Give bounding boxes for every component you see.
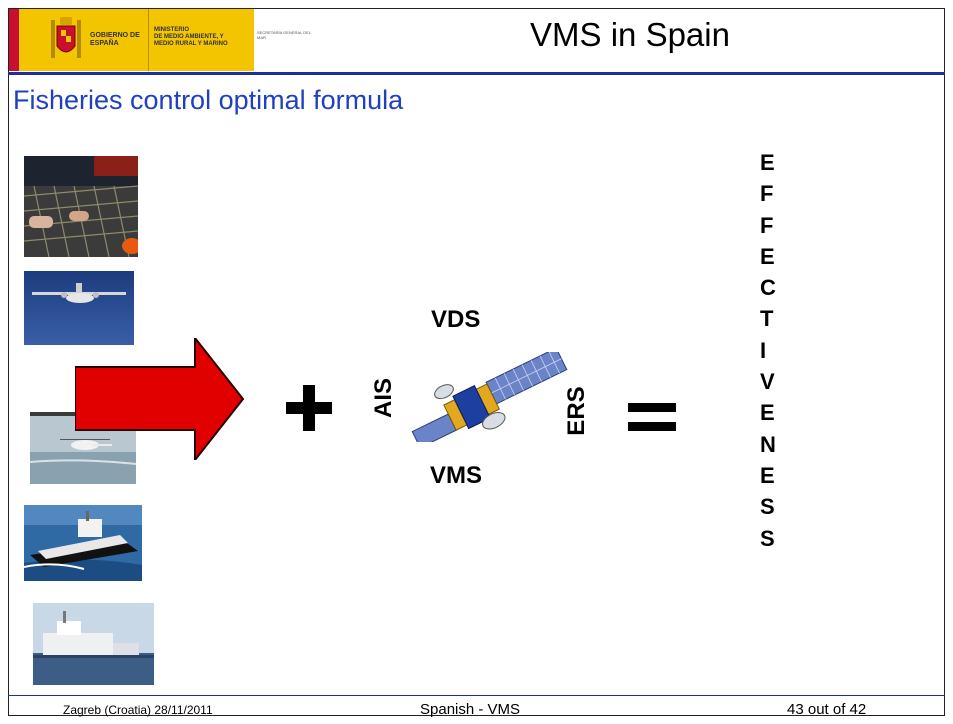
logo-divider [148,9,149,71]
slide-frame [8,8,945,716]
letter: C [760,275,776,301]
vms-label: VMS [430,462,483,489]
ministry-label: MINISTERIO DE MEDIO AMBIENTE, Y MEDIO RU… [154,27,228,47]
fishery-vessel-photo [33,603,154,685]
equals-icon [628,403,676,431]
letter: I [760,337,767,363]
effectiveness-word: E F F E C T I V E N E S S [760,147,790,554]
ais-label: AIS [370,378,397,419]
letter: F [760,212,774,238]
secretariat-label: SECRETARÍA GENERAL DEL MAR [257,30,311,40]
footer-location-date: Zagreb (Croatia) 28/11/2011 [63,703,213,717]
letter: S [760,494,775,520]
letter: E [760,150,775,175]
subtitle: Fisheries control optimal formula [13,85,404,115]
spain-flag-stripe [9,9,19,71]
satellite-icon [411,352,568,442]
slide-title: VMS in Spain [530,16,730,53]
fishing-net-inspection-photo [24,156,138,257]
red-arrow-icon [75,338,245,460]
header-rule [8,72,945,75]
patrol-boat-photo [24,505,142,581]
letter: V [760,369,775,395]
letter: E [760,243,775,269]
letter: N [760,431,776,457]
footer-rule [8,695,945,696]
letter: S [760,525,775,551]
patrol-aircraft-photo [24,271,134,345]
letter: E [760,400,775,426]
letter: E [760,462,775,488]
slide-number: 43 out of 42 [787,701,867,718]
vds-label: VDS [431,306,481,333]
letter: F [760,181,774,207]
coat-of-arms-icon [51,17,81,58]
letter: T [760,306,774,332]
plus-icon [286,385,332,431]
secretariat-panel [254,9,314,71]
footer-topic: Spanish - VMS [420,701,521,718]
government-label: GOBIERNO DE ESPAÑA [90,32,140,47]
